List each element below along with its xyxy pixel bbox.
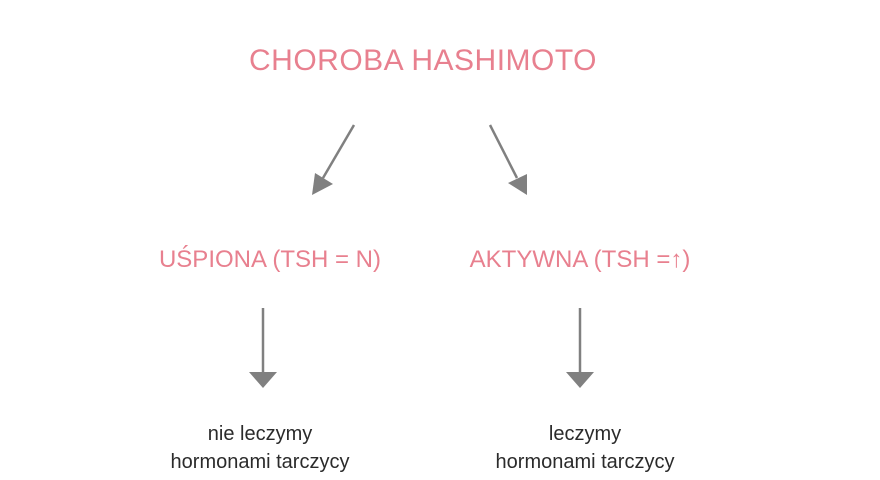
- outcome-dormant: nie leczymy hormonami tarczycy: [120, 420, 400, 476]
- arrow-title-to-right: [488, 124, 527, 195]
- arrow-left-to-outcome: [249, 308, 277, 388]
- diagram-title: CHOROBA HASHIMOTO: [249, 44, 597, 77]
- arrow-right-to-outcome: [566, 308, 594, 388]
- outcome-active-line2: hormonami tarczycy: [495, 451, 675, 473]
- state-active: AKTYWNA (TSH =↑): [469, 246, 691, 273]
- outcome-dormant-line2: hormonami tarczycy: [170, 451, 350, 473]
- outcome-active: leczymy hormonami tarczycy: [455, 420, 715, 476]
- outcome-active-line1: leczymy: [548, 423, 622, 445]
- arrow-title-to-left: [312, 124, 356, 195]
- state-dormant: UŚPIONA (TSH = N): [158, 246, 382, 273]
- outcome-dormant-line1: nie leczymy: [207, 423, 313, 445]
